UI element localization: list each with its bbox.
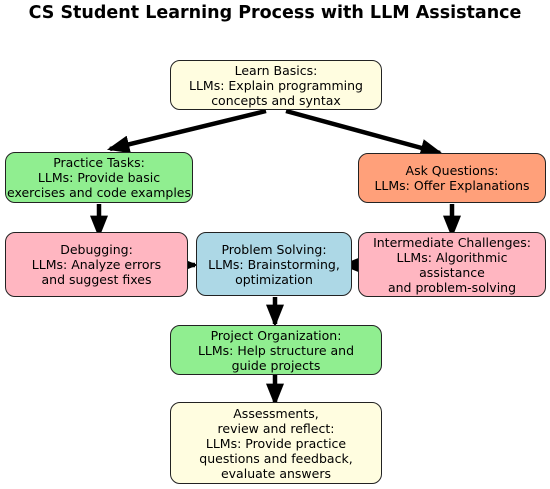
arrow-basics-to-questions [285, 108, 444, 157]
node-intermediate-challenges-text: LLMs: Algorithmic assistance and problem… [387, 249, 517, 295]
node-project-organization-text: LLMs: Help structure and guide projects [197, 342, 355, 373]
node-project-organization: Project Organization: LLMs: Help structu… [170, 325, 382, 375]
arrow-basics-to-practice [106, 108, 267, 154]
node-practice-tasks: Practice Tasks: LLMs: Provide basic exer… [5, 152, 193, 203]
node-assessments: Assessments, review and reflect: LLMs: P… [170, 402, 382, 484]
node-ask-questions-title: Ask Questions: [405, 163, 499, 178]
node-problem-solving: Problem Solving: LLMs: Brainstorming, op… [196, 232, 352, 296]
node-practice-tasks-text: LLMs: Provide basic exercises and code e… [7, 170, 191, 200]
node-intermediate-challenges: Intermediate Challenges: LLMs: Algorithm… [358, 232, 546, 297]
node-project-organization-title: Project Organization: [210, 327, 342, 343]
node-ask-questions: Ask Questions: LLMs: Offer Explanations [358, 153, 546, 203]
node-debugging-text: LLMs: Analyze errors and suggest fixes [31, 257, 162, 287]
node-ask-questions-text: LLMs: Offer Explanations [374, 178, 530, 193]
diagram-title: CS Student Learning Process with LLM Ass… [28, 3, 522, 23]
node-practice-tasks-title: Practice Tasks: [53, 155, 145, 170]
node-learn-basics-title: Learn Basics: [234, 62, 318, 78]
node-assessments-title: Assessments, review and reflect: [217, 405, 335, 436]
node-problem-solving-text: LLMs: Brainstorming, optimization [208, 256, 340, 287]
node-assessments-text: LLMs: Provide practice questions and fee… [199, 435, 353, 481]
node-debugging-title: Debugging: [60, 242, 133, 257]
node-debugging: Debugging: LLMs: Analyze errors and sugg… [5, 232, 188, 297]
node-intermediate-challenges-title: Intermediate Challenges: [373, 234, 531, 250]
node-learn-basics: Learn Basics: LLMs: Explain programming … [170, 60, 382, 110]
node-problem-solving-title: Problem Solving: [221, 241, 327, 257]
node-learn-basics-text: LLMs: Explain programming concepts and s… [188, 77, 363, 108]
